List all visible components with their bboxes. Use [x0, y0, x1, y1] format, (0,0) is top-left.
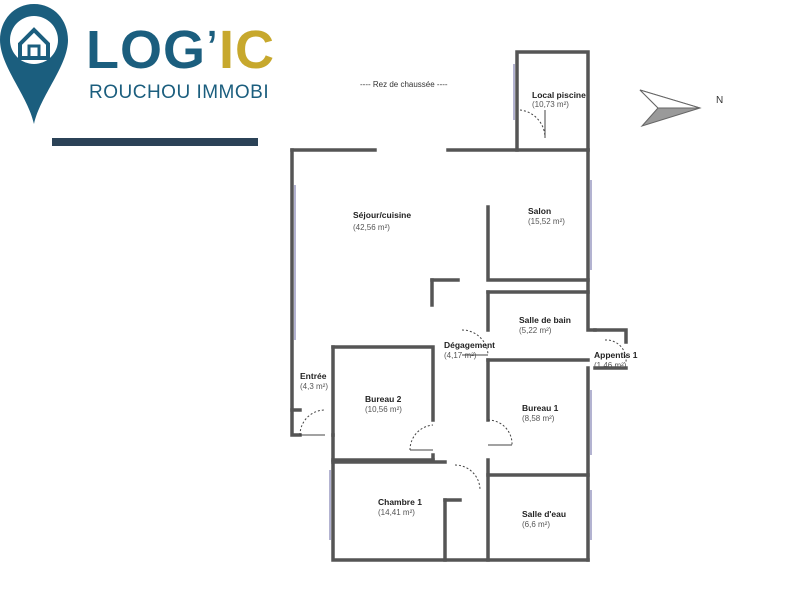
svg-text:Dégagement: Dégagement	[444, 340, 495, 350]
svg-text:(14,41 m²): (14,41 m²)	[378, 508, 415, 517]
north-label: N	[716, 95, 723, 106]
doors-leaves	[300, 110, 546, 451]
brand-divider	[52, 138, 258, 146]
svg-text:Bureau 1: Bureau 1	[522, 403, 559, 413]
svg-text:Bureau 2: Bureau 2	[365, 394, 402, 404]
svg-text:(10,73 m²): (10,73 m²)	[532, 100, 569, 109]
brand-subtitle: ROUCHOU IMMOBILI	[89, 82, 269, 103]
room-chambre-1: Chambre 1 (14,41 m²)	[378, 497, 422, 517]
svg-text:Salle d'eau: Salle d'eau	[522, 509, 566, 519]
svg-text:Séjour/cuisine: Séjour/cuisine	[353, 210, 411, 220]
svg-text:Appentis 1: Appentis 1	[594, 350, 638, 360]
svg-text:Salle de bain: Salle de bain	[519, 315, 571, 325]
svg-text:Local piscine: Local piscine	[532, 90, 586, 100]
svg-text:(10,56 m²): (10,56 m²)	[365, 405, 402, 414]
svg-text:Chambre 1: Chambre 1	[378, 497, 422, 507]
room-local-piscine: Local piscine (10,73 m²)	[532, 90, 586, 109]
logo-pin-icon	[0, 4, 68, 124]
svg-text:(42,56 m²): (42,56 m²)	[353, 223, 390, 232]
room-entree: Entrée (4,3 m²)	[300, 371, 328, 391]
doors	[299, 109, 627, 491]
floor-label: ---- Rez de chaussée ----	[360, 80, 448, 89]
svg-text:(8,58 m²): (8,58 m²)	[522, 414, 555, 423]
room-degagement: Dégagement (4,17 m²)	[444, 340, 495, 360]
svg-text:(4,17 m²): (4,17 m²)	[444, 351, 477, 360]
svg-text:(6,6 m²): (6,6 m²)	[522, 520, 550, 529]
room-salon: Salon (15,52 m²)	[528, 206, 565, 226]
walls	[290, 50, 628, 562]
svg-text:Entrée: Entrée	[300, 371, 327, 381]
north-arrow-icon	[639, 89, 702, 128]
room-salle-de-bain: Salle de bain (5,22 m²)	[519, 315, 571, 335]
svg-text:(5,22 m²): (5,22 m²)	[519, 326, 552, 335]
room-appentis: Appentis 1 (1,46 m²)	[594, 350, 638, 370]
room-bureau-1: Bureau 1 (8,58 m²)	[522, 403, 559, 423]
svg-text:(1,46 m²): (1,46 m²)	[594, 361, 627, 370]
room-salle-d-eau: Salle d'eau (6,6 m²)	[522, 509, 566, 529]
svg-text:(4,3 m²): (4,3 m²)	[300, 382, 328, 391]
svg-text:(15,52 m²): (15,52 m²)	[528, 217, 565, 226]
room-bureau-2: Bureau 2 (10,56 m²)	[365, 394, 402, 414]
brand-name: LOG’IC	[86, 20, 275, 80]
windows	[294, 64, 592, 540]
room-sejour-cuisine: Séjour/cuisine (42,56 m²)	[353, 210, 411, 232]
svg-text:Salon: Salon	[528, 206, 551, 216]
